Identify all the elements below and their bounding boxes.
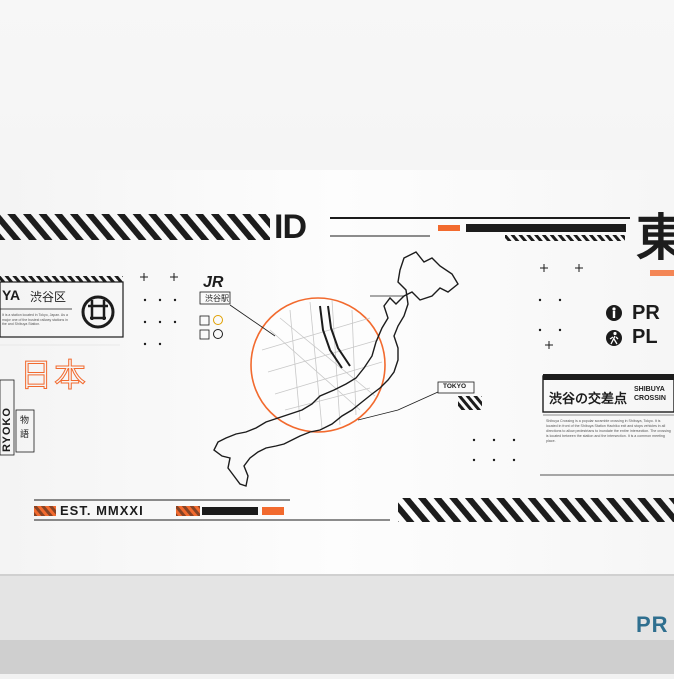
header-accent-orange	[438, 225, 460, 231]
hazard-stripes-bottom-right	[398, 498, 674, 522]
table-edge	[0, 640, 674, 674]
vertical-brand: RYOKO	[1, 407, 13, 452]
rail-lines	[319, 305, 351, 369]
est-accent-end	[262, 507, 284, 515]
crossing-panel-stripes	[625, 375, 674, 379]
callout-line-jr	[229, 304, 276, 337]
est-dark-bar	[202, 507, 258, 515]
dot-grid	[143, 298, 562, 462]
location-name: YA	[2, 287, 21, 303]
train-sign-icons	[199, 315, 223, 340]
location-ward: 渋谷区	[30, 290, 67, 304]
crossing-subtitle-2: CROSSIN	[634, 395, 666, 402]
right-heading-line2: PL	[632, 326, 658, 348]
japan-map-outline	[213, 251, 459, 487]
jr-logo: JR	[203, 274, 224, 291]
header-stripes-small	[505, 235, 625, 241]
kanji-japan: 日本	[19, 356, 89, 395]
pedestrian-icon	[606, 305, 622, 321]
small-vertical-kanji: 物語	[20, 416, 30, 440]
tokyo-callout-line	[357, 391, 439, 421]
crossing-description: Shibuya Crossing is a popular scramble c…	[546, 419, 671, 443]
station-label: 渋谷駅	[205, 294, 229, 303]
header-bar-dark	[466, 224, 626, 232]
est-stripes-left-overlay	[34, 506, 56, 516]
location-panel-topbar	[0, 276, 123, 282]
est-stripes-right-overlay	[176, 506, 200, 516]
est-label: EST. MMXXI	[60, 503, 144, 518]
right-heading-line1: PR	[632, 302, 660, 324]
brand-watermark: PR	[636, 612, 669, 637]
crossing-title: 渋谷の交差点	[549, 391, 628, 406]
crossing-panel-topbar	[543, 374, 674, 380]
header-id: ID	[274, 208, 307, 246]
location-description: It is a station located in Tokyo, Japan.…	[2, 313, 68, 326]
emblem-icon	[81, 295, 115, 329]
shibuya-zoom-circle	[250, 297, 386, 433]
hazard-stripes-top-left	[0, 214, 270, 240]
tokyo-stripe-box	[458, 396, 482, 410]
street-pattern	[261, 299, 383, 429]
tokyo-label: TOKYO	[443, 383, 466, 390]
small-kanji-box	[15, 409, 35, 453]
ryoko-box	[0, 379, 15, 456]
walking-person-icon	[606, 330, 622, 346]
jr-station-box	[199, 291, 231, 305]
crossing-subtitle-1: SHIBUYA	[634, 386, 665, 393]
plus-marks	[140, 264, 583, 349]
right-side-accent	[650, 270, 674, 276]
tokyo-label-box	[437, 381, 475, 394]
kanji-top-right: 東	[636, 208, 674, 267]
